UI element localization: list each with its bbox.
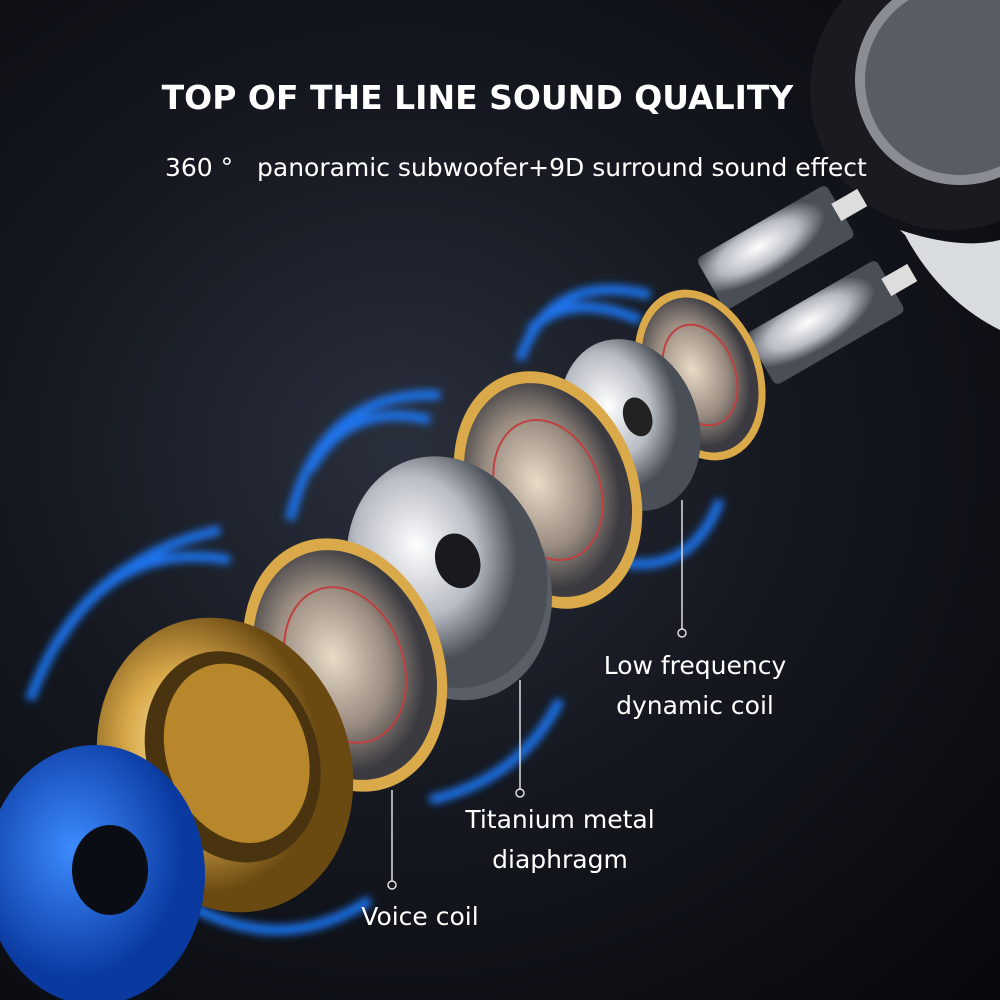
callout-line1: Low frequency	[603, 651, 787, 680]
earphone-housing-grille	[810, 0, 1000, 330]
connector-pins	[697, 186, 918, 384]
callout-low-frequency-coil: Low frequency dynamic coil	[595, 646, 795, 726]
sound-wave-glow	[25, 284, 725, 935]
callout-line1: Voice coil	[361, 902, 479, 931]
page-title: TOP OF THE LINE SOUND QUALITY	[161, 78, 794, 117]
callout-line2: dynamic coil	[616, 691, 774, 720]
page-subtitle: 360 ° panoramic subwoofer+9D surround so…	[165, 153, 867, 182]
callout-titanium-diaphragm: Titanium metal diaphragm	[460, 800, 660, 880]
circuit-board	[0, 745, 205, 1000]
callout-leaders	[387, 500, 687, 890]
callout-line2: diaphragm	[492, 845, 628, 874]
callout-voice-coil: Voice coil	[320, 897, 520, 937]
callout-line1: Titanium metal	[465, 805, 655, 834]
